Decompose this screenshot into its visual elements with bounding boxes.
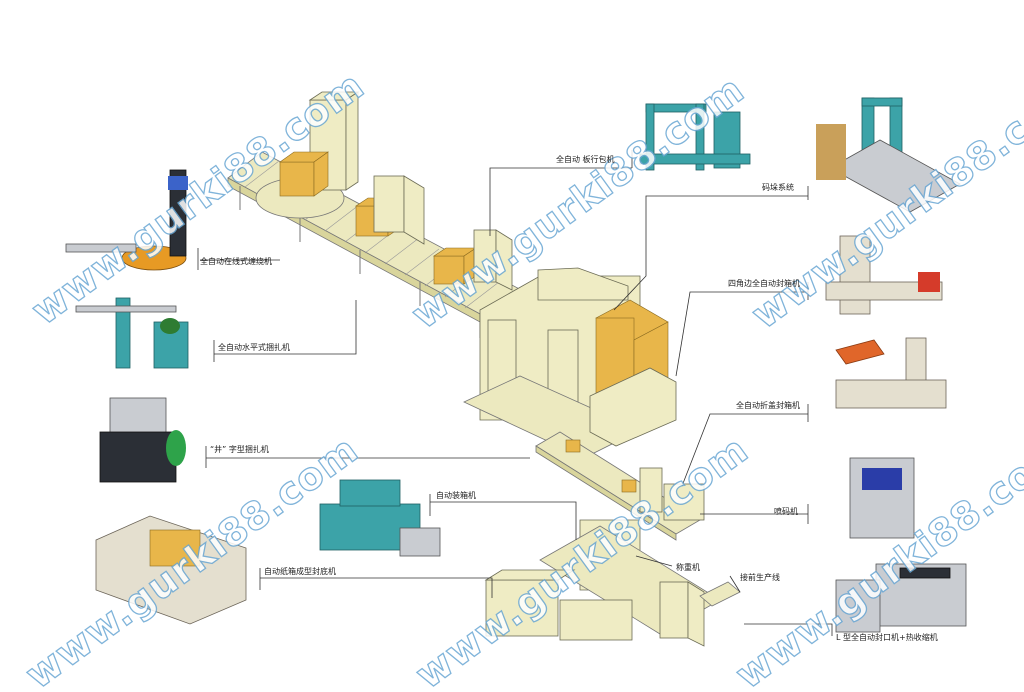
label-carton-erector: 自动纸箱成型封底机	[264, 566, 336, 576]
label-l-sealer: L 型全自动封口机+热收缩机	[836, 632, 938, 642]
stretch-wrapper-illustration	[65, 169, 188, 271]
pallet-strapper-illustration	[639, 103, 751, 171]
label-stretch-wrapper: 全自动在线式缠绕机	[200, 256, 272, 266]
label-front-production-line: 接前生产线	[740, 572, 780, 582]
label-palletizing-system: 码垛系统	[762, 182, 794, 192]
four-corner-sealer-illustration	[825, 235, 943, 315]
case-packer-area	[484, 519, 741, 647]
case-packer-illustration	[319, 479, 441, 557]
palletizing-system-illustration	[816, 97, 961, 213]
horizontal-strapper-illustration	[75, 297, 189, 369]
label-weighing-machine: 称重机	[676, 562, 700, 572]
flap-sealer-illustration	[835, 337, 947, 409]
label-cross-strapper: “井” 字型捆扎机	[210, 444, 269, 454]
central-production-line	[227, 91, 741, 647]
label-horizontal-strapper: 全自动水平式捆扎机	[218, 342, 290, 352]
label-flap-sealer: 全自动折盖封箱机	[736, 400, 800, 410]
inline-strapping-frames	[373, 175, 513, 291]
watermark-4: www.gurki88.com	[17, 427, 366, 692]
label-four-corner-sealer: 四角边全自动封箱机	[728, 278, 800, 288]
inkjet-printer-illustration	[849, 457, 915, 539]
palletizer-gantry	[463, 267, 677, 459]
label-inkjet-printer: 喷码机	[774, 506, 798, 516]
cross-strapper-illustration	[99, 397, 186, 483]
station-labels: 全自动 板行包机 码垛系统 全自动在线式缠绕机 四角边全自动封箱机 全自动水平式…	[200, 154, 938, 642]
label-pallet-strapper: 全自动 板行包机	[556, 154, 615, 164]
l-sealer-illustration	[835, 563, 967, 633]
label-case-packer: 自动装箱机	[436, 490, 476, 500]
lower-conveyor	[535, 431, 705, 541]
leader-lines	[197, 150, 833, 636]
carton-erector-illustration	[95, 515, 247, 625]
